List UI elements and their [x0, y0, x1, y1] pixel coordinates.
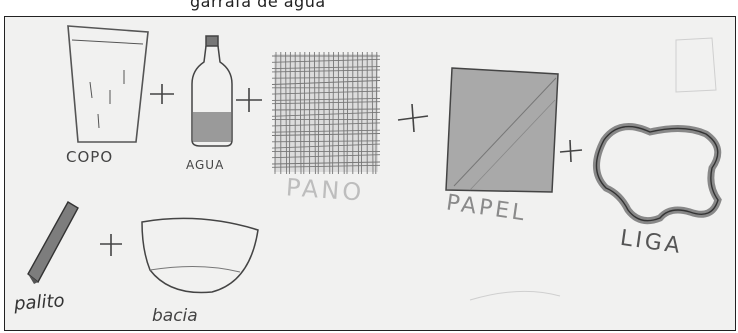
label-pano: PANO: [285, 173, 365, 206]
cloth-drawing: [272, 52, 380, 174]
plus-sign: [560, 140, 582, 162]
paper-drawing: [446, 68, 558, 192]
plus-sign: [150, 84, 174, 104]
plus-sign: [100, 234, 122, 256]
stick-drawing: [28, 202, 78, 284]
label-palito: palito: [13, 290, 65, 314]
plus-sign: [398, 104, 428, 132]
plus-sign: [236, 88, 262, 112]
rubber-band-drawing: [596, 127, 718, 221]
cup-drawing: [68, 26, 148, 142]
label-copo: COPO: [66, 148, 113, 166]
label-bacia: bacia: [152, 306, 198, 326]
label-agua: AGUA: [186, 158, 224, 172]
bottle-drawing: [192, 36, 232, 146]
bowl-drawing: [142, 218, 258, 292]
